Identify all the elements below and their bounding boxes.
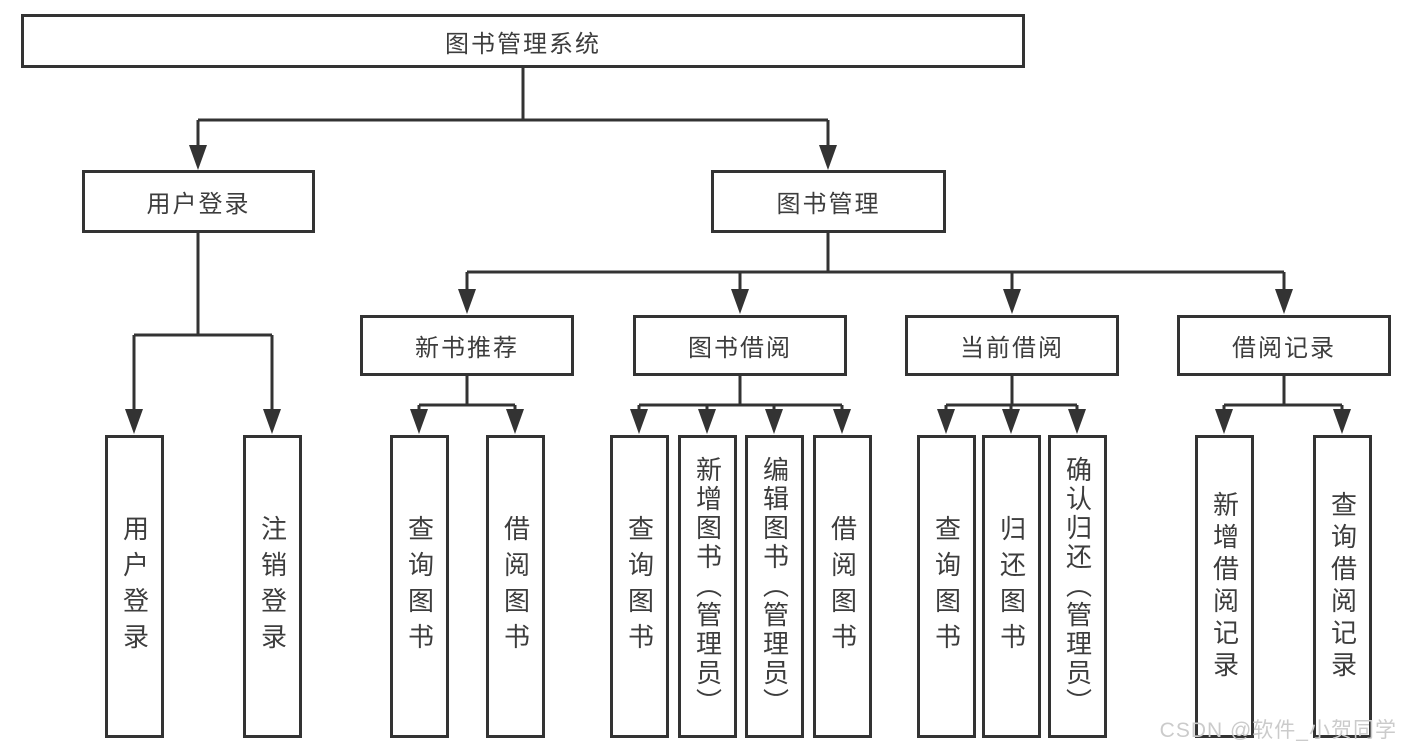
- leaf-label: 编辑图书（管理员）: [759, 456, 790, 717]
- leaf-label: 新增图书（管理员）: [692, 456, 723, 717]
- leaf-logout: 注销登录: [243, 435, 302, 738]
- node-label: 图书管理系统: [445, 30, 601, 58]
- leaf-borrow-query-books: 查询图书: [610, 435, 669, 738]
- node-book-borrow: 图书借阅: [633, 315, 847, 376]
- leaf-newbooks-borrow-books: 借阅图书: [486, 435, 545, 738]
- leaf-label: 确认归还（管理员）: [1062, 456, 1093, 717]
- node-user-login: 用户登录: [82, 170, 315, 233]
- leaf-label: 查询借阅记录: [1327, 490, 1358, 683]
- leaf-label: 查询图书: [624, 514, 655, 659]
- leaf-label: 借阅图书: [827, 514, 858, 659]
- node-label: 图书借阅: [688, 335, 792, 362]
- node-label: 当前借阅: [960, 335, 1064, 362]
- node-label: 新书推荐: [415, 335, 519, 362]
- leaf-label: 注销登录: [257, 514, 288, 659]
- node-root-system: 图书管理系统: [21, 14, 1025, 68]
- leaf-borrow-borrow-books: 借阅图书: [813, 435, 872, 738]
- leaf-newbooks-query-books: 查询图书: [390, 435, 449, 738]
- leaf-current-query-books: 查询图书: [917, 435, 976, 738]
- node-label: 图书管理: [776, 191, 881, 218]
- leaf-borrow-edit-books-admin: 编辑图书（管理员）: [745, 435, 804, 738]
- leaf-label: 查询图书: [931, 514, 962, 659]
- leaf-current-return-books: 归还图书: [982, 435, 1041, 738]
- csdn-watermark: CSDN @软件_小贺同学: [1159, 719, 1397, 742]
- node-label: 借阅记录: [1232, 335, 1336, 362]
- leaf-user-login: 用户登录: [105, 435, 164, 738]
- leaf-label: 用户登录: [119, 514, 150, 659]
- node-borrow-records: 借阅记录: [1177, 315, 1391, 376]
- leaf-records-add-record: 新增借阅记录: [1195, 435, 1254, 738]
- node-current-borrow: 当前借阅: [905, 315, 1119, 376]
- leaf-current-confirm-return-admin: 确认归还（管理员）: [1048, 435, 1107, 738]
- leaf-label: 借阅图书: [500, 514, 531, 659]
- node-new-book-recommend: 新书推荐: [360, 315, 574, 376]
- leaf-borrow-add-books-admin: 新增图书（管理员）: [678, 435, 737, 738]
- leaf-label: 新增借阅记录: [1209, 490, 1240, 683]
- node-label: 用户登录: [146, 191, 251, 218]
- leaf-label: 查询图书: [404, 514, 435, 659]
- node-book-management: 图书管理: [711, 170, 946, 233]
- leaf-label: 归还图书: [996, 514, 1027, 659]
- leaf-records-query-record: 查询借阅记录: [1313, 435, 1372, 738]
